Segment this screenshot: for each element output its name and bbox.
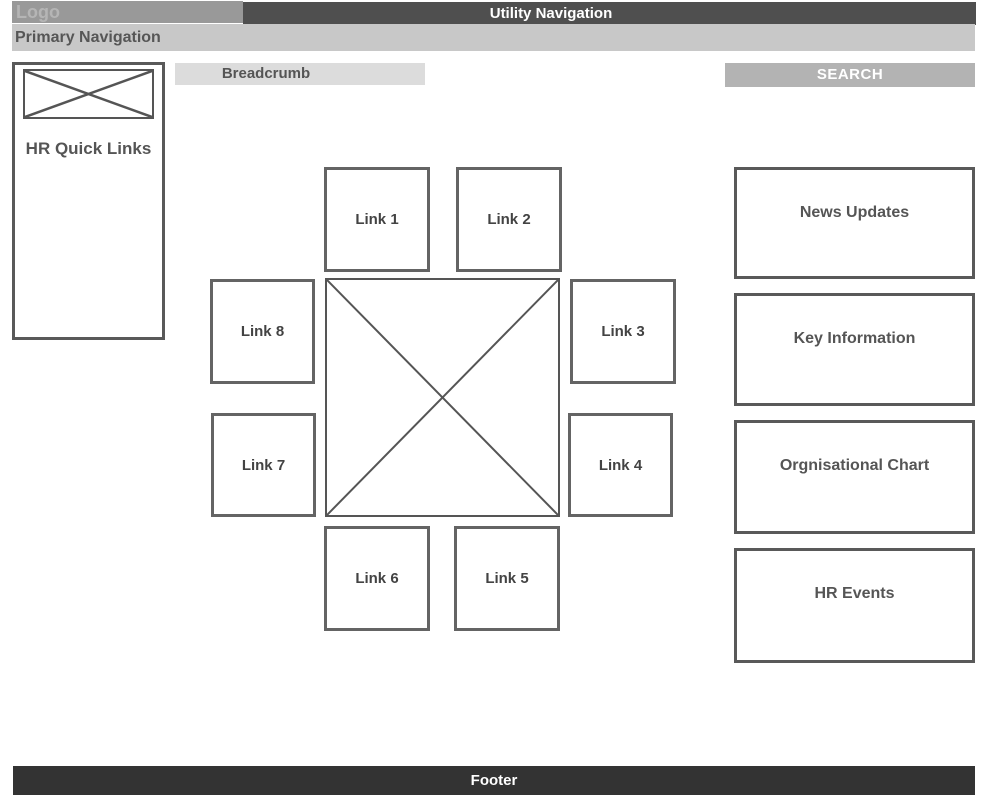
breadcrumb-label: Breadcrumb: [221, 65, 311, 82]
main-image-placeholder-icon: [325, 278, 560, 517]
key-information-title: Key Information: [793, 330, 916, 347]
logo-label: Logo: [16, 2, 60, 22]
breadcrumb[interactable]: Breadcrumb: [175, 63, 425, 85]
search-label: SEARCH: [816, 66, 884, 83]
link-4-label: Link 4: [598, 456, 643, 474]
link-2-label: Link 2: [487, 211, 531, 228]
primary-navigation-label: Primary Navigation: [15, 29, 161, 46]
footer: Footer: [13, 766, 975, 795]
hr-quick-links-panel: HR Quick Links: [12, 62, 165, 340]
link-1-label: Link 1: [355, 211, 399, 228]
link-5-box[interactable]: Link 5: [454, 526, 560, 631]
link-4-box[interactable]: Link 4: [568, 413, 673, 517]
link-1-box[interactable]: Link 1: [324, 167, 430, 272]
key-information-panel: Key Information: [734, 293, 975, 406]
link-6-box[interactable]: Link 6: [324, 526, 430, 631]
link-7-label: Link 7: [241, 456, 286, 474]
link-5-label: Link 5: [485, 570, 529, 587]
link-8-label: Link 8: [240, 323, 285, 340]
news-updates-title: News Updates: [799, 204, 910, 221]
link-7-box[interactable]: Link 7: [211, 413, 316, 517]
link-6-label: Link 6: [355, 570, 399, 587]
primary-navigation[interactable]: Primary Navigation: [12, 24, 975, 51]
footer-label: Footer: [470, 772, 518, 789]
link-8-box[interactable]: Link 8: [210, 279, 315, 384]
search-button[interactable]: SEARCH: [725, 63, 975, 87]
hr-quick-links-title: HR Quick Links: [25, 139, 152, 158]
link-3-label: Link 3: [601, 323, 645, 340]
link-2-box[interactable]: Link 2: [456, 167, 562, 272]
hr-events-title: HR Events: [814, 585, 895, 602]
image-placeholder-icon: [23, 69, 154, 119]
hr-events-panel: HR Events: [734, 548, 975, 663]
utility-navigation[interactable]: Utility Navigation: [243, 2, 976, 25]
utility-navigation-label: Utility Navigation: [489, 5, 613, 22]
logo[interactable]: Logo: [12, 1, 243, 23]
news-updates-panel: News Updates: [734, 167, 975, 279]
link-3-box[interactable]: Link 3: [570, 279, 676, 384]
organisational-chart-panel: Orgnisational Chart: [734, 420, 975, 534]
organisational-chart-title: Orgnisational Chart: [779, 457, 930, 474]
